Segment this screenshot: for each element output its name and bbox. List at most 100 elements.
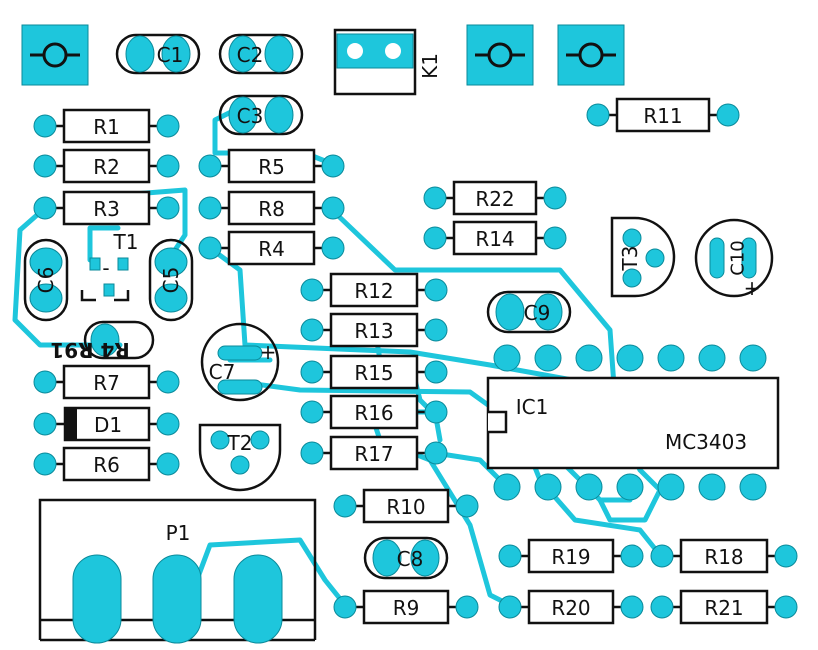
t2-label: T2 bbox=[227, 431, 253, 455]
resistor-pad bbox=[424, 278, 448, 302]
resistor-r18: R18 bbox=[650, 538, 798, 574]
resistor-pad bbox=[33, 452, 57, 476]
resistor-label: R18 bbox=[704, 545, 743, 569]
ic-pin bbox=[575, 344, 603, 372]
capacitor-c9: C9 bbox=[486, 290, 572, 334]
resistor-body bbox=[329, 312, 419, 348]
connector-pads-top bbox=[21, 24, 625, 86]
ic-pin bbox=[657, 344, 685, 372]
resistor-r12: R12 bbox=[300, 272, 448, 308]
resistor-body bbox=[227, 230, 316, 266]
c3-label: C3 bbox=[237, 104, 264, 128]
ic-pin bbox=[493, 344, 521, 372]
resistor-body bbox=[62, 446, 151, 482]
c2-label: C2 bbox=[237, 43, 264, 67]
t3-label: T3 bbox=[618, 246, 642, 272]
resistor-body bbox=[62, 108, 151, 144]
capacitor-c1: C1 bbox=[115, 33, 201, 75]
resistor-label: R6 bbox=[93, 453, 120, 477]
ic-pin bbox=[739, 344, 767, 372]
resistor-body bbox=[329, 354, 419, 390]
resistor-r8: R8 bbox=[198, 190, 345, 226]
resistor-pad bbox=[333, 494, 357, 518]
resistor-pad bbox=[300, 318, 324, 342]
resistor-pad bbox=[321, 154, 345, 178]
resistor-body bbox=[62, 190, 151, 226]
resistor-r14: R14 bbox=[423, 220, 567, 256]
trace-r20 bbox=[367, 407, 513, 608]
trace-left-loop bbox=[12, 205, 123, 348]
resistor-pad bbox=[198, 236, 222, 260]
resistor-label: R7 bbox=[93, 371, 120, 395]
resistor-label: R22 bbox=[475, 187, 514, 211]
c8-label: C8 bbox=[397, 547, 424, 571]
resistor-pad bbox=[424, 360, 448, 384]
ic1: IC1 MC3403 bbox=[486, 344, 780, 501]
resistor-r6: R6 bbox=[33, 446, 180, 482]
resistor-pad bbox=[33, 114, 57, 138]
resistor-label: R4 bbox=[258, 237, 285, 261]
ic-pin bbox=[698, 473, 726, 501]
resistor-pad bbox=[620, 544, 644, 568]
resistor-pad bbox=[300, 400, 324, 424]
resistor-r2: R2 bbox=[33, 148, 180, 184]
resistor-pad bbox=[321, 236, 345, 260]
resistor-label: R13 bbox=[354, 319, 393, 343]
resistor-body bbox=[679, 538, 769, 574]
resistor-label: R5 bbox=[258, 155, 285, 179]
c10-label: C10 bbox=[728, 240, 749, 275]
resistor-pad bbox=[423, 186, 447, 210]
resistor-body bbox=[62, 148, 151, 184]
resistor-pad bbox=[650, 595, 674, 619]
relay-k1: K1 bbox=[333, 28, 442, 96]
resistor-pad bbox=[774, 544, 798, 568]
resistor-label: R20 bbox=[551, 596, 590, 620]
c7-plus: + bbox=[260, 340, 277, 364]
resistor-r13: R13 bbox=[300, 312, 448, 348]
resistor-label: R19 bbox=[551, 545, 590, 569]
resistor-pad bbox=[156, 154, 180, 178]
resistor-pad bbox=[156, 196, 180, 220]
capacitor-c7: + C7 bbox=[200, 322, 280, 402]
resistor-body bbox=[329, 435, 419, 471]
d1-label: D1 bbox=[94, 413, 122, 437]
resistor-r3: R3 bbox=[33, 190, 180, 226]
t1-minus: - bbox=[102, 256, 109, 280]
resistor-body bbox=[62, 364, 151, 400]
resistor-pad bbox=[300, 360, 324, 384]
resistor-pad bbox=[300, 441, 324, 465]
resistor-r7: R7 bbox=[33, 364, 180, 400]
resistor-pad bbox=[33, 196, 57, 220]
ic-pin bbox=[698, 344, 726, 372]
resistor-pad bbox=[156, 370, 180, 394]
resistor-label: R12 bbox=[354, 279, 393, 303]
k1-label: K1 bbox=[418, 53, 442, 79]
resistor-pad bbox=[620, 595, 644, 619]
resistor-pad bbox=[455, 595, 479, 619]
resistor-body bbox=[362, 488, 450, 524]
resistor-pad bbox=[33, 370, 57, 394]
c9-label: C9 bbox=[524, 301, 551, 325]
resistor-label: R17 bbox=[354, 442, 393, 466]
resistor-body bbox=[227, 148, 316, 184]
resistor-pad bbox=[423, 226, 447, 250]
resistor-body bbox=[527, 589, 615, 625]
resistor-body bbox=[362, 589, 450, 625]
ic-pin bbox=[739, 473, 767, 501]
resistor-pad bbox=[33, 154, 57, 178]
resistor-label: R11 bbox=[643, 104, 682, 128]
mirrored-label: R4 R91 bbox=[50, 320, 155, 362]
transistor-t3: T3 bbox=[610, 216, 676, 298]
ic-pin bbox=[657, 473, 685, 501]
resistor-r16: R16 bbox=[300, 394, 448, 430]
resistor-body bbox=[615, 97, 711, 133]
resistor-pad bbox=[198, 196, 222, 220]
resistor-pad bbox=[650, 544, 674, 568]
resistor-r10: R10 bbox=[333, 488, 479, 524]
resistor-pad bbox=[716, 103, 740, 127]
resistor-r22: R22 bbox=[423, 180, 567, 216]
resistor-pad bbox=[300, 278, 324, 302]
ic-pin bbox=[493, 473, 521, 501]
ic1-part: MC3403 bbox=[665, 430, 747, 454]
